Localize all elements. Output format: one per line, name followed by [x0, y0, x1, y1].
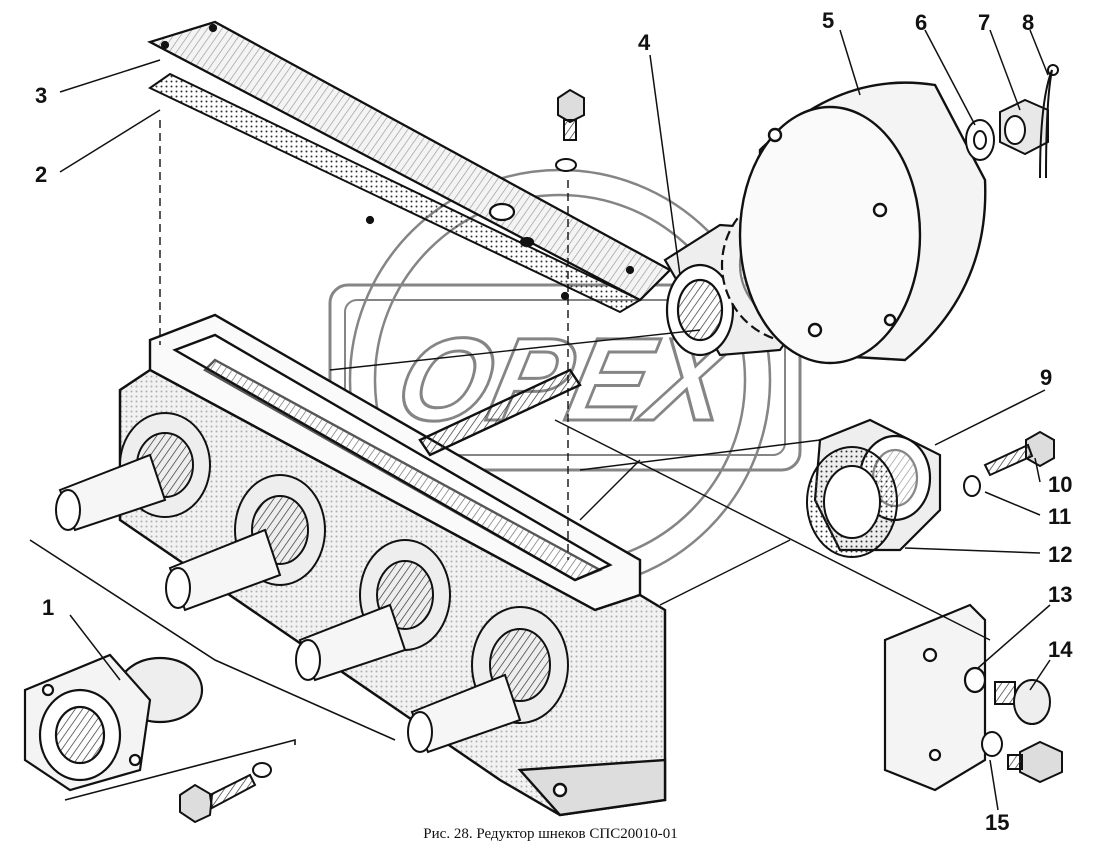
washer-6 [965, 119, 995, 161]
figure-caption: Рис. 28. Редуктор шнеков СПС20010-01 [423, 826, 678, 842]
bolt-10 [983, 430, 1055, 477]
callout-14: 14 [1048, 637, 1073, 662]
callout-labels: 1 2 3 4 5 6 7 8 9 10 11 12 13 14 15 [35, 8, 1073, 835]
cover-plate [147, 20, 672, 302]
output-shaft-3 [295, 539, 451, 682]
output-shaft-1 [55, 412, 211, 532]
callout-12: 12 [1048, 542, 1072, 567]
callout-2: 2 [35, 162, 47, 187]
callout-4: 4 [638, 30, 651, 55]
callout-6: 6 [915, 10, 927, 35]
callout-15: 15 [985, 810, 1009, 835]
callout-8: 8 [1022, 10, 1034, 35]
bracket-plate [883, 603, 987, 792]
bolt [179, 762, 272, 824]
callout-10: 10 [1048, 472, 1072, 497]
top-bolt [555, 88, 585, 172]
bearing-cap [23, 653, 204, 792]
callout-9: 9 [1040, 365, 1052, 390]
callout-13: 13 [1048, 582, 1072, 607]
castle-nut [999, 98, 1049, 156]
callout-1: 1 [42, 595, 54, 620]
gasket [148, 72, 643, 314]
gasket-12 [806, 446, 898, 558]
callout-3: 3 [35, 83, 47, 108]
washer-11 [963, 475, 981, 497]
leader-lines [59, 29, 1051, 811]
bracket-line [64, 738, 296, 801]
output-shaft-4 [407, 606, 569, 754]
assembly-lines [159, 120, 991, 641]
callout-11: 11 [1048, 504, 1071, 529]
output-shaft-2 [165, 474, 326, 612]
callout-7: 7 [978, 10, 990, 35]
plug-15 [981, 731, 1063, 784]
plug-14 [994, 679, 1051, 725]
callout-5: 5 [822, 8, 834, 33]
drum-pulley [738, 81, 987, 365]
cotter-pin [1039, 64, 1059, 179]
